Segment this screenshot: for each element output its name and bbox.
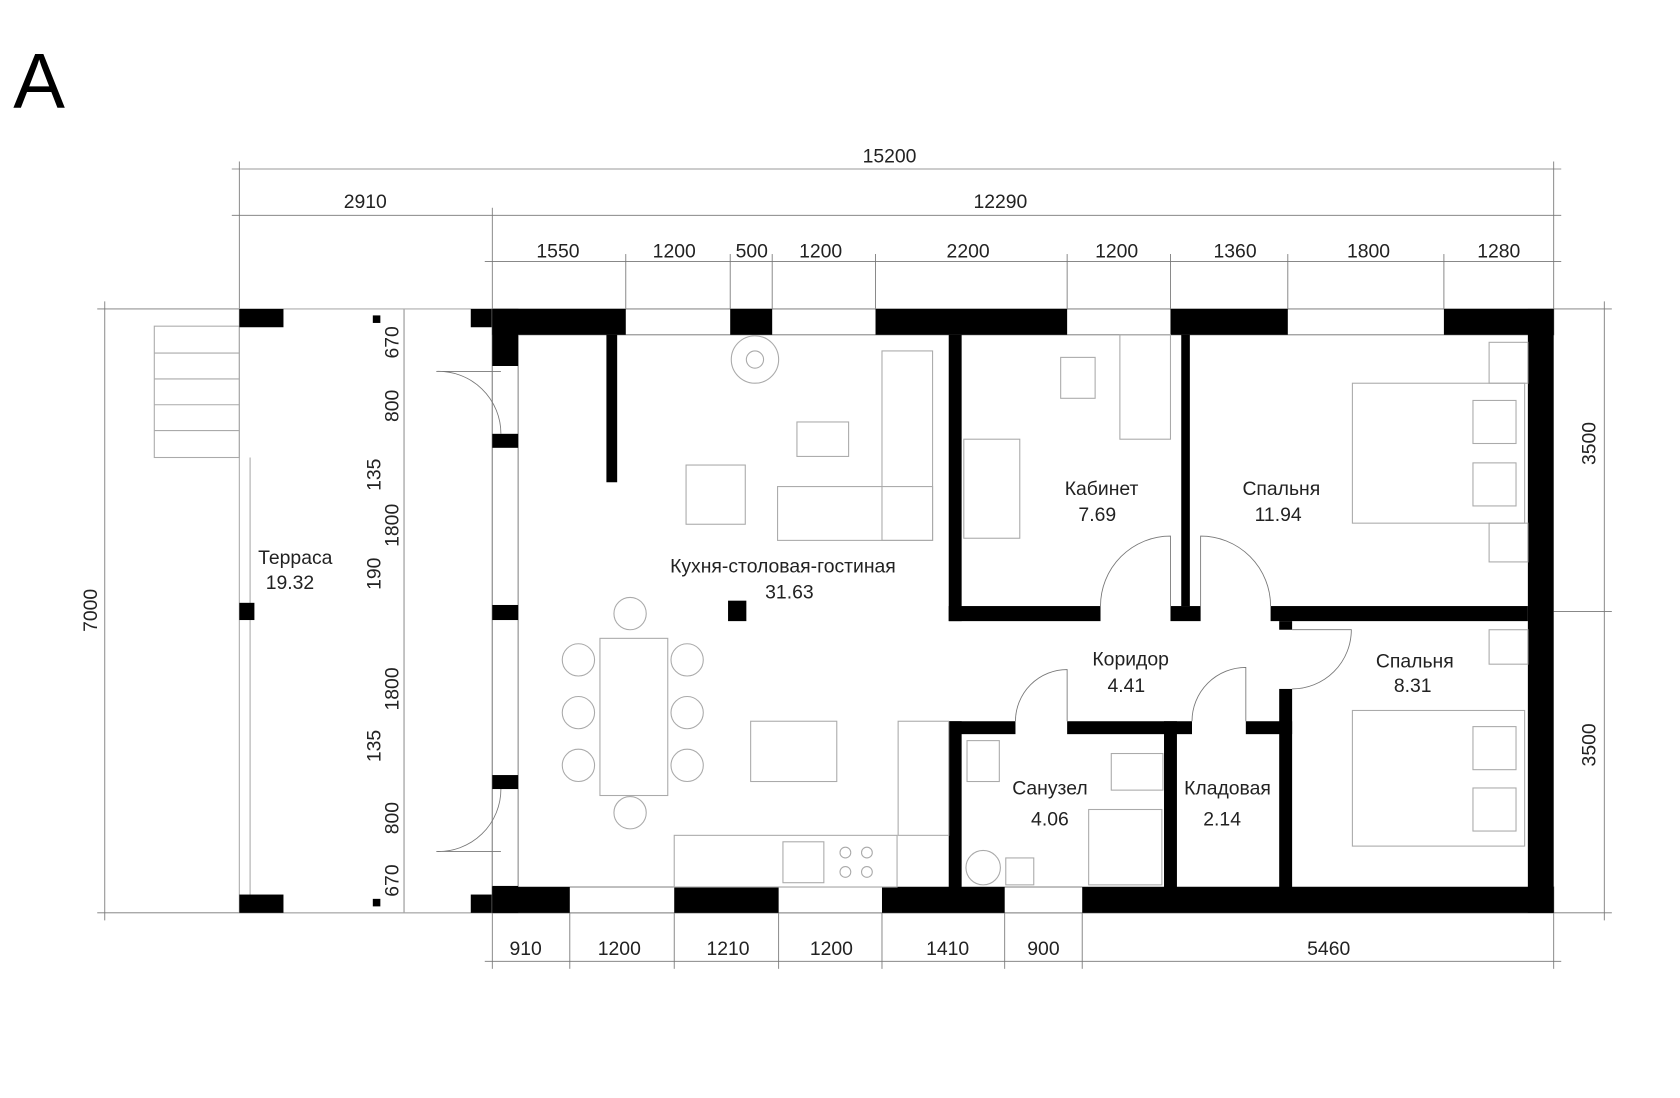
terrace-steps — [153, 325, 240, 459]
room-area: 19.32 — [266, 572, 314, 594]
dim-overall-width: 15200 — [863, 146, 917, 168]
room-name: Спальня — [1376, 650, 1454, 672]
dim-top: 1200 — [653, 240, 696, 262]
room-kitchen-living: Кухня-столовая-гостиная 31.63 — [670, 556, 896, 604]
room-name: Кладовая — [1184, 777, 1271, 799]
sheet-label: A — [13, 39, 65, 125]
dim-top: 500 — [736, 240, 769, 262]
dim-top: 1550 — [536, 240, 579, 262]
room-area: 11.94 — [1255, 504, 1302, 526]
dim-terrace: 190 — [363, 557, 385, 590]
room-terrace: Терраса 19.32 — [258, 547, 332, 594]
room-bedroom-1: Спальня 11.94 — [1242, 478, 1320, 526]
terrace-dimension-chain: 670 800 135 1800 190 1800 135 800 670 — [363, 326, 403, 897]
terrace-post — [372, 315, 381, 323]
dim-terrace: 800 — [382, 389, 404, 422]
dim-bottom: 1210 — [707, 938, 750, 960]
room-name: Коридор — [1092, 648, 1168, 670]
room-area: 7.69 — [1078, 504, 1116, 526]
bottom-dimension-chain: 910 1200 1210 1200 1410 900 5460 — [510, 938, 1351, 960]
dim-overall-depth: 7000 — [80, 589, 102, 632]
dim-bottom: 1200 — [598, 938, 641, 960]
terrace-post — [372, 898, 381, 907]
room-area: 4.41 — [1107, 675, 1145, 697]
room-area: 8.31 — [1394, 675, 1432, 697]
room-name: Спальня — [1242, 478, 1320, 500]
room-name: Терраса — [258, 547, 332, 569]
room-pantry: Кладовая 2.14 — [1184, 777, 1271, 830]
room-area: 2.14 — [1203, 809, 1241, 831]
dim-terrace: 670 — [382, 864, 404, 897]
terrace-post — [470, 894, 493, 913]
dim-bottom: 1200 — [810, 938, 853, 960]
dim-top: 2200 — [947, 240, 990, 262]
terrace-post — [239, 308, 284, 328]
dim-top: 1200 — [799, 240, 842, 262]
room-study: Кабинет 7.69 — [1065, 478, 1139, 526]
dim-bottom: 5460 — [1307, 938, 1350, 960]
dim-terrace: 1800 — [382, 504, 404, 547]
room-name: Кухня-столовая-гостиная — [670, 556, 896, 578]
dim-terrace-width: 2910 — [344, 191, 387, 213]
dim-terrace: 1800 — [382, 667, 404, 710]
interior-walls — [606, 334, 1528, 890]
terrace — [153, 308, 493, 914]
terrace-post — [239, 602, 255, 621]
terrace-decking — [238, 308, 493, 914]
dim-top: 1200 — [1095, 240, 1138, 262]
dim-bottom: 910 — [510, 938, 543, 960]
dim-bottom: 900 — [1027, 938, 1060, 960]
dim-terrace: 135 — [363, 459, 385, 491]
dim-bottom: 1410 — [926, 938, 969, 960]
exterior-walls — [491, 308, 1555, 914]
doors — [436, 370, 1352, 852]
room-bedroom-2: Спальня 8.31 — [1376, 650, 1454, 697]
dim-top: 1800 — [1347, 240, 1390, 262]
dim-top: 1280 — [1477, 240, 1520, 262]
top-dimension-chain: 1550 1200 500 1200 2200 1200 1360 1800 1… — [536, 240, 1520, 262]
furniture — [561, 334, 1529, 888]
terrace-post — [470, 308, 493, 328]
dim-terrace: 670 — [382, 326, 404, 359]
dim-house-width: 12290 — [973, 191, 1027, 213]
dim-right-lower: 3500 — [1579, 723, 1601, 766]
dim-right-upper: 3500 — [1579, 422, 1601, 465]
room-bathroom: Санузел 4.06 — [1012, 777, 1087, 830]
dim-terrace: 800 — [382, 802, 404, 835]
room-area: 4.06 — [1031, 809, 1069, 831]
room-name: Кабинет — [1065, 478, 1139, 500]
terrace-post — [239, 894, 284, 913]
room-corridor: Коридор 4.41 — [1092, 648, 1168, 697]
dim-terrace: 135 — [363, 730, 385, 762]
dim-top: 1360 — [1214, 240, 1257, 262]
room-name: Санузел — [1012, 777, 1087, 799]
room-area: 31.63 — [765, 582, 813, 604]
